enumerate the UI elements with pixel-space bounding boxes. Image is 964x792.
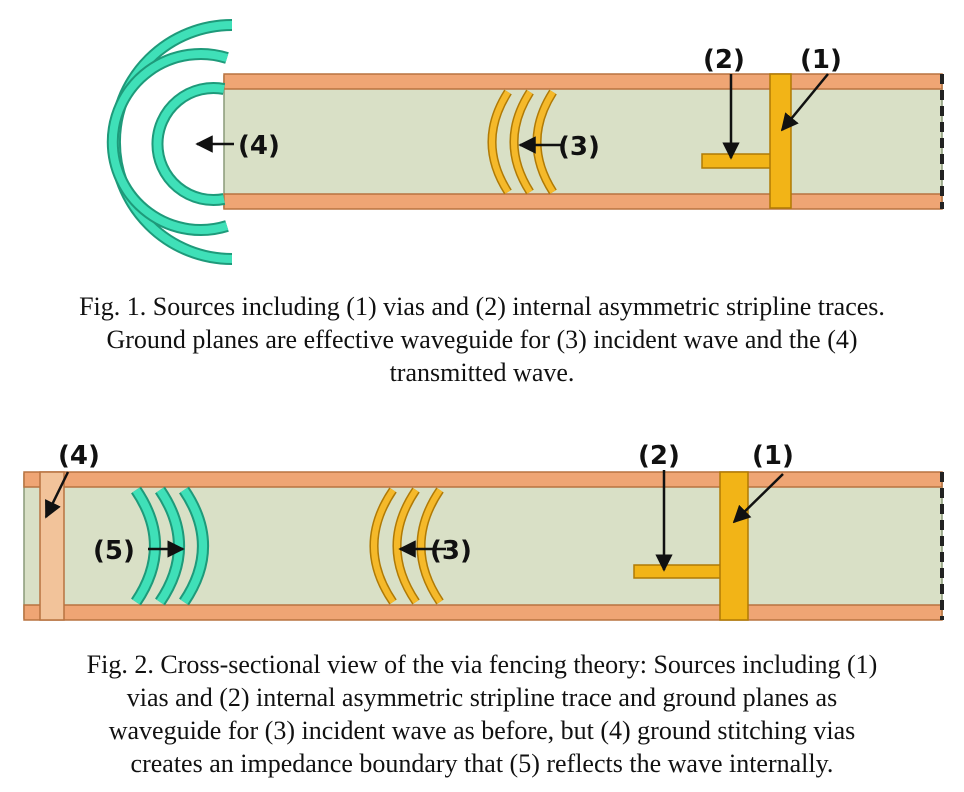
label-incident: (3) [558,132,600,162]
figure-2: (4) (5) (3) (2) (1) [23,441,944,621]
arrow-via [780,73,829,132]
stripline-trace [701,153,773,169]
transmitted-wave [106,19,233,265]
bottom-ground-plane [23,604,943,621]
top-ground-plane [23,471,943,488]
caption-line: transmitted wave. [389,358,575,387]
caption-line: Fig. 1. Sources including (1) vias and (… [79,292,885,321]
arrow-stitching [44,471,70,519]
label-incident: (3) [430,536,472,566]
top-ground-plane [223,73,943,90]
label-trace: (2) [638,441,680,471]
figure-1: (4) (3) (2) (1) [106,19,944,265]
caption-line: vias and (2) internal asymmetric stripli… [126,683,838,712]
figure-2-caption: Fig. 2. Cross-sectional view of the via … [20,648,944,780]
label-reflected: (5) [93,536,135,566]
wave-arc-inner-fill [153,84,225,204]
caption-line: creates an impedance boundary that (5) r… [130,749,834,778]
bottom-ground-plane [223,193,943,210]
label-trace: (2) [703,45,745,75]
caption-line: waveguide for (3) incident wave as befor… [108,716,856,745]
arrow-via [732,473,784,524]
caption-line: Fig. 2. Cross-sectional view of the via … [86,650,878,679]
figure-1-caption: Fig. 1. Sources including (1) vias and (… [20,290,944,389]
incident-wave [369,487,444,605]
incident-wave [487,89,557,195]
signal-via [719,471,749,621]
stripline-trace [633,564,725,579]
wave-arc-middle-fill [108,50,229,234]
dielectric-layer [223,75,943,209]
label-via: (1) [800,45,842,75]
label-via: (1) [752,441,794,471]
label-stitching: (4) [58,441,100,471]
caption-line: Ground planes are effective waveguide fo… [106,325,858,354]
ground-stitching-via [39,471,65,621]
label-transmitted: (4) [238,131,280,161]
signal-via [769,73,792,209]
